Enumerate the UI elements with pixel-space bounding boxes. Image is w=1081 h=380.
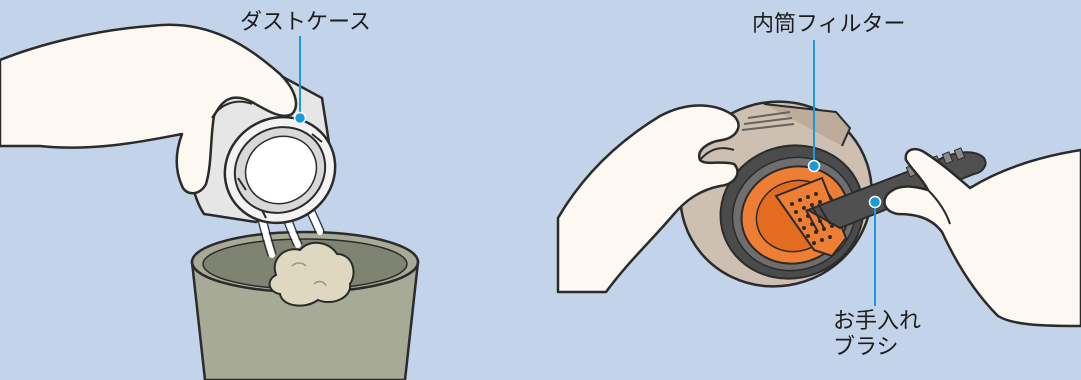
inner-filter-label: 内筒フィルター <box>752 12 906 38</box>
care-brush-label: お手入れ ブラシ <box>833 309 921 361</box>
dust-case-label: ダストケース <box>240 10 371 36</box>
care-brush-label-line2: ブラシ <box>833 335 921 361</box>
care-brush-label-line1: お手入れ <box>833 309 921 335</box>
